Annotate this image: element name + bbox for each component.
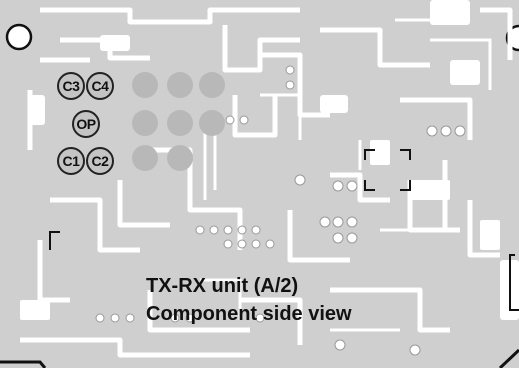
pad-c3: C3 bbox=[57, 72, 85, 100]
pad-op: OP bbox=[72, 110, 100, 138]
pad-c1: C1 bbox=[57, 147, 85, 175]
caption-view-subtitle: Component side view bbox=[146, 303, 352, 325]
vias bbox=[95, 65, 466, 356]
bottom-edge bbox=[0, 348, 519, 368]
round-pads bbox=[132, 72, 225, 171]
caption-unit-title: TX-RX unit (A/2) bbox=[146, 275, 299, 297]
copper-pours bbox=[20, 0, 519, 320]
pad-c4: C4 bbox=[86, 72, 114, 100]
component-outlines bbox=[49, 149, 519, 311]
mounting-hole-left bbox=[5, 23, 33, 51]
pad-c2: C2 bbox=[86, 147, 114, 175]
